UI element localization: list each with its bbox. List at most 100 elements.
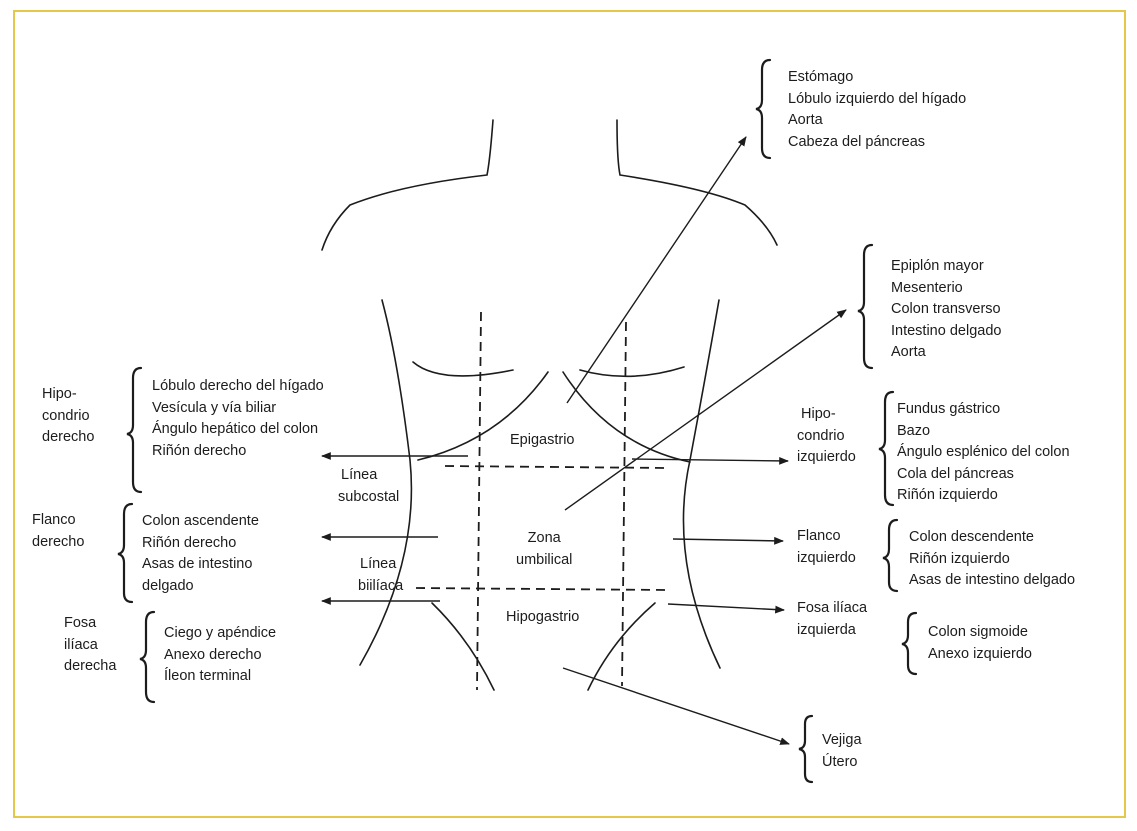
- organs-flanco-derecho: Colon ascendente Riñón derecho Asas de i…: [142, 511, 259, 597]
- organ-item: Ciego y apéndice: [164, 625, 277, 641]
- label-linea-biiliaca-line1: Línea: [360, 556, 397, 572]
- brace-hipogastrio: [798, 714, 814, 784]
- region-hipocondrio-izquierdo: Hipo- condrio izquierdo: [797, 404, 856, 469]
- left-vertical-line: [476, 311, 482, 691]
- label-linea-subcostal-line1: Línea: [341, 467, 378, 483]
- organs-epigastrio: Estómago Lóbulo izquierdo del hígado Aor…: [788, 67, 966, 153]
- organs-umbilical: Epiplón mayor Mesenterio Colon transvers…: [891, 256, 1001, 364]
- organ-item: Riñón derecho: [152, 442, 247, 459]
- brace-flanco-derecho: [117, 502, 134, 604]
- arrow-hipocondrio-izquierdo: [631, 456, 789, 465]
- brace-umbilical: [857, 243, 874, 370]
- figure-frame: [13, 10, 1126, 818]
- pelvis-left-arc: [431, 602, 495, 691]
- arrow-umbilical: [564, 309, 847, 511]
- label-linea-subcostal: Línea subcostal: [338, 465, 399, 508]
- region-flanco-derecho-line1: Flanco: [32, 512, 76, 528]
- region-fosa-iliaca-derecha: Fosa ilíaca derecha: [64, 613, 116, 678]
- region-zona-umbilical: Zona umbilical: [516, 528, 572, 571]
- organ-item: Cabeza del páncreas: [788, 133, 926, 150]
- brace-fosa-derecha: [139, 610, 156, 704]
- organ-item: Vejiga: [822, 732, 862, 748]
- organ-item: Colon transverso: [891, 301, 1001, 317]
- organ-item: Mesenterio: [891, 279, 963, 296]
- organ-item: Riñón izquierdo: [909, 550, 1010, 567]
- region-fosa-iliaca-derecha-line1: Fosa: [64, 615, 97, 631]
- organ-item: Colon ascendente: [142, 513, 259, 529]
- region-hipocondrio-izquierdo-line3: izquierdo: [797, 449, 856, 465]
- pelvis-right-arc: [587, 602, 656, 691]
- organ-item: Anexo derecho: [164, 646, 262, 663]
- region-hipocondrio-derecho: Hipo- condrio derecho: [42, 384, 94, 449]
- organ-item: Íleon terminal: [164, 668, 252, 684]
- arrow-epigastrio: [566, 136, 747, 404]
- region-flanco-izquierdo-line2: izquierdo: [797, 549, 856, 566]
- region-fosa-iliaca-izquierda-line1: Fosa ilíaca: [797, 600, 868, 616]
- organ-item: Lóbulo derecho del hígado: [152, 378, 324, 394]
- region-flanco-derecho: Flanco derecho: [32, 510, 84, 553]
- organs-hipocondrio-izquierdo: Fundus gástrico Bazo Ángulo esplénico de…: [897, 399, 1070, 507]
- biiliac-line: [415, 587, 669, 591]
- neck-left-outline: [321, 119, 494, 251]
- region-flanco-izquierdo: Flanco izquierdo: [797, 526, 856, 569]
- region-epigastrio: Epigastrio: [510, 432, 575, 448]
- region-hipogastrio: Hipogastrio: [506, 609, 580, 625]
- organ-item: Colon descendente: [909, 529, 1034, 545]
- organ-item: Anexo izquierdo: [928, 645, 1032, 662]
- region-fosa-iliaca-izquierda: Fosa ilíaca izquierda: [797, 598, 867, 641]
- arrow-hipogastrio: [562, 667, 790, 745]
- right-vertical-line: [621, 321, 627, 687]
- organ-item: Ángulo esplénico del colon: [897, 444, 1070, 460]
- organ-item: Colon sigmoide: [928, 624, 1028, 640]
- arrow-flanco-izquierdo: [672, 536, 784, 545]
- organ-item: Fundus gástrico: [897, 401, 1001, 417]
- label-linea-subcostal-line2: subcostal: [338, 488, 400, 505]
- organ-item: Lóbulo izquierdo del hígado: [788, 90, 967, 107]
- organ-item: Estómago: [788, 69, 854, 85]
- region-flanco-derecho-line2: derecho: [32, 533, 85, 550]
- organ-item: Intestino delgado: [891, 322, 1002, 339]
- chest-right-arc: [579, 366, 685, 378]
- region-zona-umbilical-line2: umbilical: [516, 551, 573, 568]
- torso-right-outline: [682, 299, 721, 669]
- torso-left-outline: [359, 299, 413, 666]
- organ-item: Asas de intestino: [142, 556, 253, 572]
- brace-hipocondrio-derecho: [126, 366, 143, 494]
- region-fosa-iliaca-derecha-line3: derecha: [64, 658, 117, 674]
- label-linea-biiliaca-line2: biilíaca: [358, 577, 404, 594]
- brace-hipocondrio-izquierdo: [878, 390, 895, 507]
- costal-left-arc: [417, 371, 549, 461]
- costal-right-arc: [562, 371, 691, 463]
- organs-hipocondrio-derecho: Lóbulo derecho del hígado Vesícula y vía…: [152, 376, 324, 462]
- organ-item: Vesícula y vía biliar: [152, 399, 277, 416]
- organ-item: Ángulo hepático del colon: [152, 421, 319, 437]
- organs-flanco-izquierdo: Colon descendente Riñón izquierdo Asas d…: [909, 527, 1075, 592]
- neck-right-outline: [616, 119, 778, 246]
- subcostal-line: [444, 465, 669, 469]
- region-fosa-iliaca-derecha-line2: ilíaca: [64, 636, 98, 653]
- brace-flanco-izquierdo: [882, 518, 899, 593]
- region-hipocondrio-izquierdo-line1: Hipo-: [801, 406, 836, 422]
- region-hipocondrio-derecho-line2: condrio: [42, 407, 90, 424]
- organ-item: Útero: [822, 753, 858, 770]
- organ-item: Asas de intestino delgado: [909, 572, 1076, 588]
- organ-item: Cola del páncreas: [897, 465, 1014, 482]
- organ-item: Aorta: [788, 112, 823, 128]
- organ-item: Epiplón mayor: [891, 258, 984, 274]
- organs-hipogastrio: Vejiga Útero: [822, 730, 862, 773]
- organ-item: Aorta: [891, 344, 926, 360]
- organ-item: delgado: [142, 577, 194, 594]
- region-fosa-iliaca-izquierda-line2: izquierda: [797, 621, 856, 638]
- brace-epigastrio: [755, 58, 772, 160]
- organs-fosa-iliaca-derecha: Ciego y apéndice Anexo derecho Íleon ter…: [164, 623, 276, 688]
- organs-fosa-iliaca-izquierda: Colon sigmoide Anexo izquierdo: [928, 622, 1032, 665]
- organ-item: Riñón derecho: [142, 534, 237, 551]
- label-linea-biiliaca: Línea biilíaca: [358, 554, 403, 597]
- region-hipocondrio-izquierdo-line2: condrio: [797, 427, 845, 444]
- arrow-fosa-izquierda: [667, 603, 785, 614]
- region-hipocondrio-derecho-line1: Hipo-: [42, 386, 77, 402]
- organ-item: Bazo: [897, 422, 931, 439]
- organ-item: Riñón izquierdo: [897, 487, 998, 503]
- region-zona-umbilical-line1: Zona: [527, 530, 561, 546]
